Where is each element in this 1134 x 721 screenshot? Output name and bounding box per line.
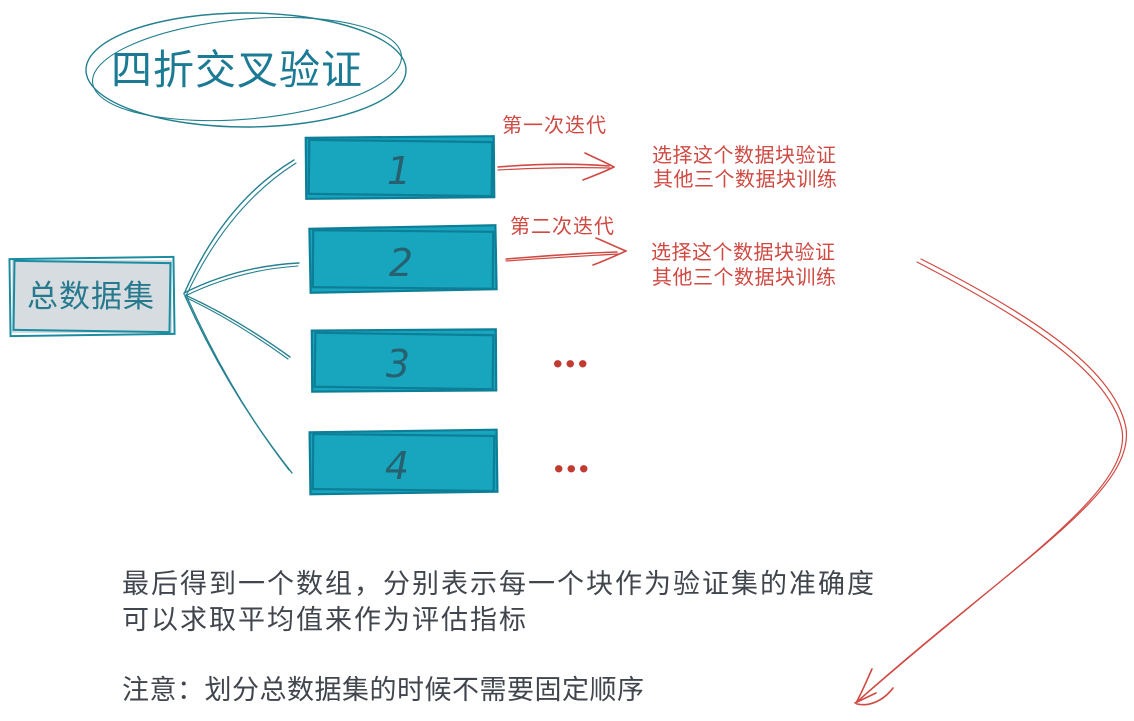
fold-4-border-sketch <box>311 432 496 493</box>
iteration-1-arrow-icon <box>497 152 615 181</box>
fold-3-border-sketch <box>313 331 495 391</box>
fan-line-1 <box>183 159 295 295</box>
dataset-label: 总数据集 <box>27 279 155 314</box>
fold-3-fill <box>311 329 497 392</box>
fold-2-number: 2 <box>389 241 413 285</box>
fold-1-fill <box>305 136 495 199</box>
title-ellipse-outer <box>85 12 407 128</box>
note-line-2: 可以求取平均值来作为评估指标 <box>122 605 528 635</box>
fan-line-2-sketch <box>184 265 299 297</box>
dataset-box: 总数据集 <box>8 255 176 338</box>
iteration-2-label: 第二次迭代 <box>510 215 615 238</box>
iteration-2-result-line2: 其他三个数据块训练 <box>652 266 837 289</box>
ellipsis-row-4: ... <box>553 431 591 482</box>
ellipsis-row-3: ... <box>552 326 590 377</box>
dataset-box-border <box>8 255 176 338</box>
fold-3-border <box>310 328 498 393</box>
fold-2-border-sketch <box>311 229 495 290</box>
fold-box-2: 2 <box>308 224 498 294</box>
dataset-box-fill <box>12 260 172 333</box>
title-ellipse-inner <box>91 16 403 122</box>
note-line-3: 注意：划分总数据集的时候不需要固定顺序 <box>122 675 645 705</box>
iteration-1-result-line2: 其他三个数据块训练 <box>653 168 838 191</box>
loop-arrow-icon <box>854 258 1128 706</box>
fold-2-fill <box>309 225 497 293</box>
title-bubble: 四折交叉验证 <box>85 12 407 128</box>
fold-4-border <box>308 428 499 496</box>
fan-line-1-sketch <box>185 162 297 297</box>
note-line-1: 最后得到一个数组，分别表示每一个块作为验证集的准确度 <box>122 569 876 599</box>
iteration-1: 第一次迭代 选择这个数据块验证 其他三个数据块训练 <box>497 114 838 191</box>
fold-4-fill <box>309 429 498 495</box>
diagram-title: 四折交叉验证 <box>111 47 363 93</box>
fold-box-1: 1 <box>304 135 496 200</box>
iteration-2-result-line1: 选择这个数据块验证 <box>651 241 836 264</box>
fan-line-4-sketch <box>186 296 290 471</box>
iteration-1-label: 第一次迭代 <box>502 114 607 137</box>
iteration-1-result-line1: 选择这个数据块验证 <box>652 144 837 167</box>
fan-lines <box>183 159 300 474</box>
fold-3-number: 3 <box>386 342 410 386</box>
iteration-2-arrow-icon <box>505 237 627 266</box>
fan-line-3 <box>184 294 291 358</box>
iteration-2: 第二次迭代 选择这个数据块验证 其他三个数据块训练 <box>505 215 837 289</box>
fan-line-3-sketch <box>186 297 289 360</box>
fold-1-border-sketch <box>307 138 494 198</box>
conclusion-notes: 最后得到一个数组，分别表示每一个块作为验证集的准确度 可以求取平均值来作为评估指… <box>122 569 876 705</box>
fold-4-number: 4 <box>385 444 409 488</box>
dataset-box-border-sketch <box>12 259 172 334</box>
fold-2-border <box>308 224 498 294</box>
fold-1-border <box>304 135 496 200</box>
fold-box-4: 4 <box>308 428 499 496</box>
fold-box-3: 3 <box>310 328 498 393</box>
fan-line-2 <box>183 262 300 294</box>
fold-1-number: 1 <box>387 149 411 193</box>
